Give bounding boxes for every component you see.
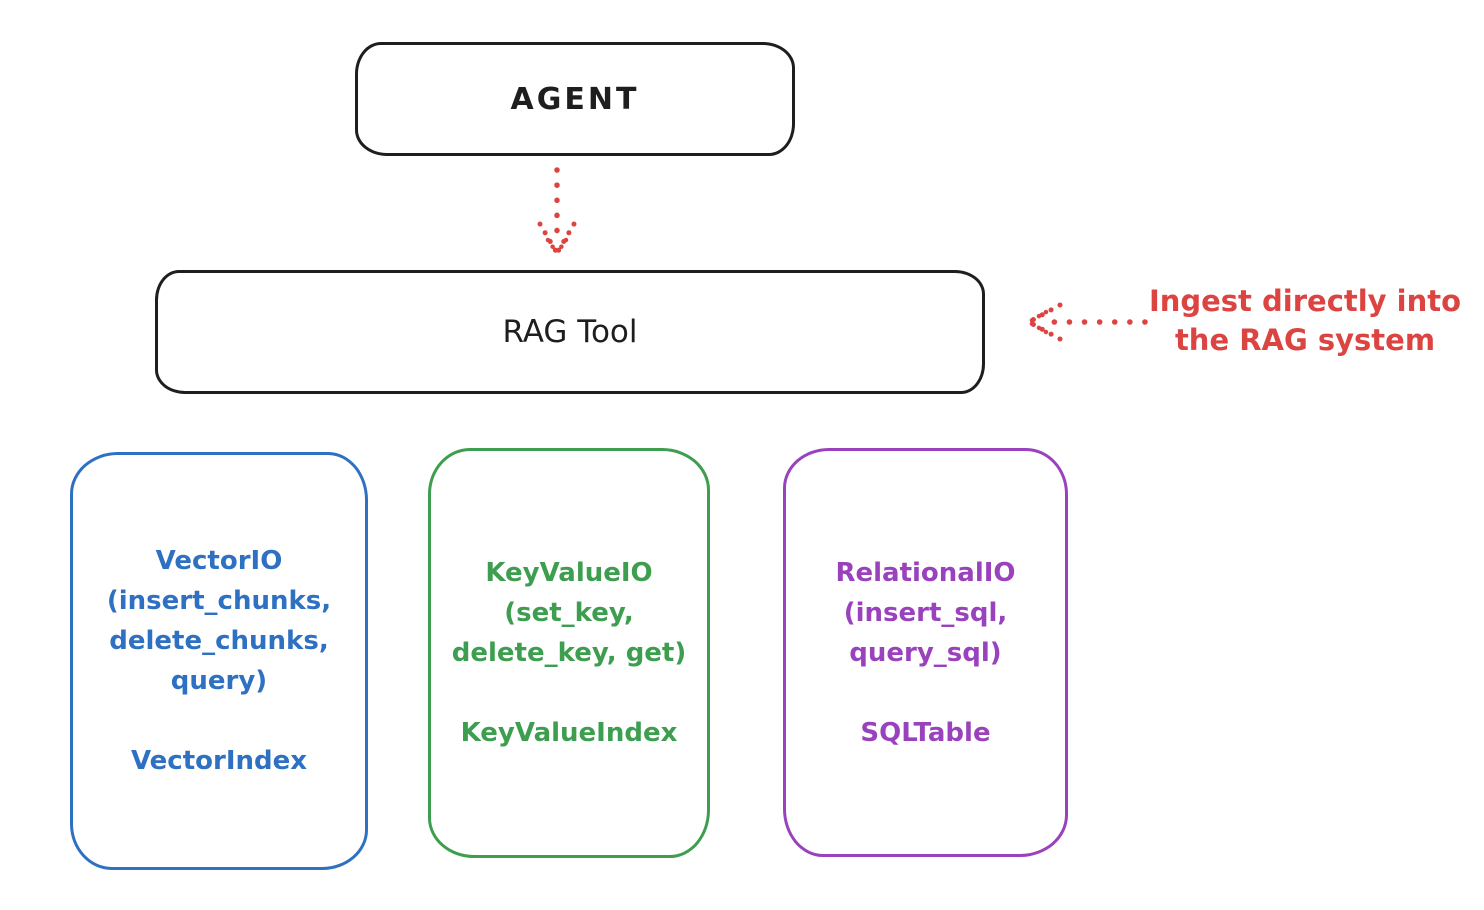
key-value-io-label: KeyValueIO (set_key, delete_key, get) [451,558,687,668]
arrow-down-icon [537,167,577,256]
agent-box-label: AGENT [510,81,640,117]
ingest-annotation: Ingest directly into the RAG system [1148,284,1462,357]
vector-io-box: VectorIO (insert_chunks, delete_chunks, … [70,452,368,870]
key-value-index-label: KeyValueIndex [460,718,678,748]
sql-table-label: SQLTable [860,717,991,748]
vector-index-label: VectorIndex [130,746,308,776]
arrow-left-icon [1026,302,1148,342]
key-value-io-box: KeyValueIO (set_key, delete_key, get) Ke… [428,448,710,858]
vector-io-label: VectorIO (insert_chunks, delete_chunks, … [106,546,332,696]
relational-io-label: RelationalIO (insert_sql, query_sql) [835,557,1016,668]
relational-io-box: RelationalIO (insert_sql, query_sql) SQL… [783,448,1068,857]
rag-tool-box-label: RAG Tool [502,314,638,350]
agent-box: AGENT [355,42,795,156]
rag-tool-box: RAG Tool [155,270,985,394]
